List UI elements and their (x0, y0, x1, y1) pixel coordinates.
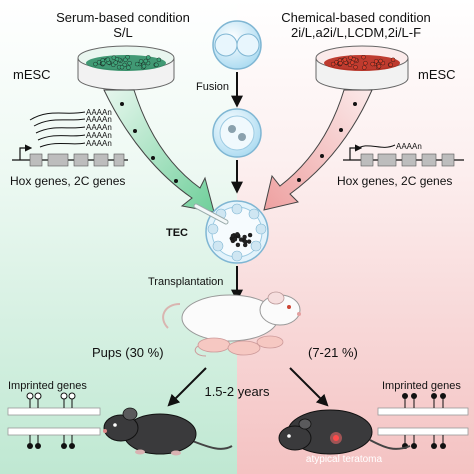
injection-pipette (193, 203, 229, 225)
left-adult-mouse (103, 407, 233, 456)
right-mesc-label: mESC (418, 67, 456, 82)
tetraploid-embryo (212, 108, 262, 158)
cell-dot (123, 57, 128, 62)
left-imprinting-diagram (7, 392, 101, 449)
cell-dot (146, 55, 151, 60)
cell-dot (141, 64, 147, 69)
left-transcripts (29, 111, 86, 148)
left-polya-2: AAAAn (86, 115, 112, 124)
cell-dot (374, 59, 379, 64)
cell-dot (361, 55, 366, 60)
esc-cell-dot (230, 233, 236, 239)
esc-cell-dot (242, 234, 247, 240)
esc-cell-dot (235, 242, 241, 248)
left-cell-colony (93, 55, 162, 70)
left-pups-label: Pups (30 %) (92, 345, 164, 360)
transplantation-label: Transplantation (148, 276, 223, 288)
cell-dot (353, 64, 358, 70)
cell-dot (154, 62, 159, 68)
cell-dot (330, 61, 336, 67)
cell-dot (378, 58, 383, 64)
left-genes-label: Hox genes, 2C genes (10, 174, 125, 188)
fusion-label: Fusion (196, 81, 229, 93)
left-condition-title: Serum-based condition (56, 10, 190, 25)
tumor-marker (330, 432, 342, 444)
left-imprinted-label: Imprinted genes (8, 380, 87, 392)
cell-dot (93, 61, 98, 67)
right-genes-label: Hox genes, 2C genes (337, 174, 452, 188)
cell-dot (111, 55, 117, 60)
esc-cell-dot (232, 237, 238, 242)
left-polya-5: AAAAn (86, 139, 112, 148)
cell-dot (363, 61, 368, 66)
two-cell-embryo (212, 20, 262, 70)
left-polya-3: AAAAn (86, 123, 112, 132)
surrogate-mouse (162, 291, 301, 342)
left-polya-1: AAAAn (86, 108, 112, 117)
cell-dot (362, 65, 367, 70)
right-condition-title: Chemical-based condition (281, 10, 431, 25)
right-curved-arrow (263, 89, 373, 211)
cell-dot (105, 57, 111, 62)
esc-cell-dot (235, 232, 240, 237)
left-aging-arrow (167, 367, 207, 407)
left-curved-arrow (103, 89, 215, 213)
cell-dot (342, 57, 347, 62)
pups (194, 335, 284, 357)
cell-dot (338, 61, 343, 66)
right-cell-colony (330, 55, 396, 70)
right-petri-dish (315, 45, 409, 91)
cell-dot (138, 59, 144, 64)
cell-dot (390, 57, 396, 62)
right-imprinted-label: Imprinted genes (382, 380, 461, 392)
tec-label: TEC (166, 227, 188, 239)
left-mesc-label: mESC (13, 67, 51, 82)
right-pups-label: (7-21 %) (308, 345, 358, 360)
esc-cell-dot (242, 242, 248, 248)
cell-dot (156, 57, 162, 62)
cell-dot (143, 58, 148, 64)
left-petri-dish (77, 45, 175, 91)
right-adult-mouse (278, 409, 411, 455)
esc-cell-dot (247, 232, 253, 238)
esc-cell-dot (246, 239, 252, 244)
cell-dot (113, 60, 118, 65)
cell-dot (119, 64, 125, 70)
left-condition-sub: S/L (113, 25, 133, 40)
cell-dot (134, 61, 140, 67)
tumor-label: atypical teratoma (306, 454, 383, 465)
right-polya-1: AAAAn (396, 142, 422, 151)
esc-cell-dot (238, 237, 244, 242)
left-gene-track (12, 144, 128, 167)
right-condition-sub: 2i/L,a2i/L,LCDM,2i/L-F (291, 25, 421, 40)
age-label: 1.5-2 years (204, 384, 270, 399)
right-aging-arrow (289, 367, 329, 407)
cell-dot (126, 65, 131, 70)
right-imprinting-diagram (377, 393, 469, 449)
tec-inner-cell-mass (229, 232, 253, 248)
left-polya-4: AAAAn (86, 131, 112, 140)
cell-dot (370, 61, 375, 67)
cell-dot (350, 60, 355, 65)
cell-dot (101, 61, 106, 66)
cell-dot (127, 61, 132, 66)
right-gene-track (343, 144, 464, 167)
cell-dot (348, 55, 353, 60)
cell-dot (388, 62, 393, 68)
tec-blastocyst (205, 200, 269, 264)
cell-dot (376, 64, 382, 69)
